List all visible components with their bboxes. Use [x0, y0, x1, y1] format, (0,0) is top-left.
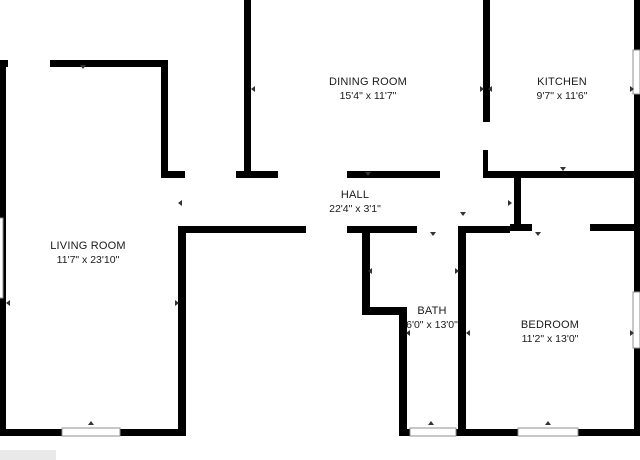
- corner-watermark-strip: [0, 450, 56, 460]
- bath-upper-west-wall: [362, 226, 370, 314]
- east-exterior-wall: [634, 0, 640, 436]
- closet-south-wall: [590, 224, 640, 231]
- living-room-north-wall: [50, 60, 168, 67]
- living-room-west-window: [0, 217, 4, 299]
- dining-room-west-wall: [244, 0, 251, 178]
- dimension-tick: [251, 86, 255, 92]
- dining-kitchen-partition-wall: [483, 0, 490, 122]
- room-label-living-room: LIVING ROOM 11'7" x 23'10": [50, 239, 126, 267]
- room-name: BEDROOM: [520, 319, 580, 331]
- room-label-hall: HALL 22'4" x 3'1": [329, 188, 381, 216]
- hall-south-west-wall: [178, 226, 306, 233]
- dining-room-south-wall-right: [347, 171, 440, 178]
- room-name: HALL: [340, 189, 370, 201]
- dimension-tick: [6, 300, 10, 306]
- dimension-tick: [508, 200, 512, 206]
- dimension-tick: [466, 330, 470, 336]
- living-room-north-wall-stub: [0, 60, 8, 67]
- room-dimensions: 22'4" x 3'1": [329, 203, 381, 215]
- room-dimensions: 11'7" x 23'10": [56, 254, 120, 266]
- bath-window: [409, 427, 457, 437]
- dimension-tick: [630, 86, 634, 92]
- dimension-tick: [175, 300, 179, 306]
- room-dimensions: 9'7" x 11'6": [536, 90, 588, 102]
- kitchen-east-window: [632, 49, 640, 95]
- bedroom-east-window: [632, 291, 640, 349]
- room-label-dining-room: DINING ROOM 15'4" x 11'7": [329, 75, 407, 103]
- dimension-tick: [406, 330, 410, 336]
- dimension-tick: [460, 212, 466, 216]
- closet-south-stub: [510, 224, 532, 231]
- bath-lower-west-wall: [399, 307, 407, 436]
- living-room-south-window: [61, 427, 121, 437]
- hall-south-wall-bath: [347, 226, 417, 233]
- living-room-east-lower-wall: [178, 226, 186, 436]
- room-name: LIVING ROOM: [50, 240, 126, 252]
- hall-south-wall-bedroom: [462, 226, 510, 233]
- dimension-tick: [80, 65, 86, 69]
- dimension-tick: [368, 268, 372, 274]
- dimension-tick: [560, 167, 566, 171]
- room-label-bath: BATH 6'0" x 13'0": [406, 304, 458, 332]
- dimension-tick: [428, 421, 434, 425]
- dimension-tick: [488, 86, 492, 92]
- room-name: BATH: [417, 305, 447, 317]
- dimension-tick: [630, 330, 634, 336]
- dining-kitchen-partition-stub: [483, 150, 488, 178]
- bedroom-south-window: [517, 427, 579, 437]
- dimension-tick: [365, 172, 371, 176]
- dining-room-south-wall-left: [236, 171, 278, 178]
- room-dimensions: 11'2" x 13'0": [521, 333, 579, 345]
- room-name: KITCHEN: [537, 76, 587, 88]
- dimension-tick: [535, 232, 541, 236]
- dimension-tick: [178, 200, 182, 206]
- bath-bedroom-partition-wall: [458, 226, 466, 436]
- room-name: DINING ROOM: [329, 76, 407, 88]
- dimension-tick: [455, 268, 459, 274]
- dimension-tick: [88, 421, 94, 425]
- dimension-tick: [430, 232, 436, 236]
- room-dimensions: 6'0" x 13'0": [406, 319, 458, 331]
- kitchen-south-wall: [483, 171, 640, 178]
- room-label-kitchen: KITCHEN 9'7" x 11'6": [537, 75, 588, 103]
- closet-west-wall: [514, 171, 521, 231]
- dimension-tick: [480, 86, 484, 92]
- room-dimensions: 15'4" x 11'7": [339, 90, 397, 102]
- bath-jog-wall: [362, 307, 406, 315]
- room-label-bedroom: BEDROOM 11'2" x 13'0": [521, 318, 579, 346]
- dimension-tick: [545, 421, 551, 425]
- living-room-east-upper-wall: [161, 60, 168, 178]
- living-room-hall-stub-wall: [161, 171, 185, 178]
